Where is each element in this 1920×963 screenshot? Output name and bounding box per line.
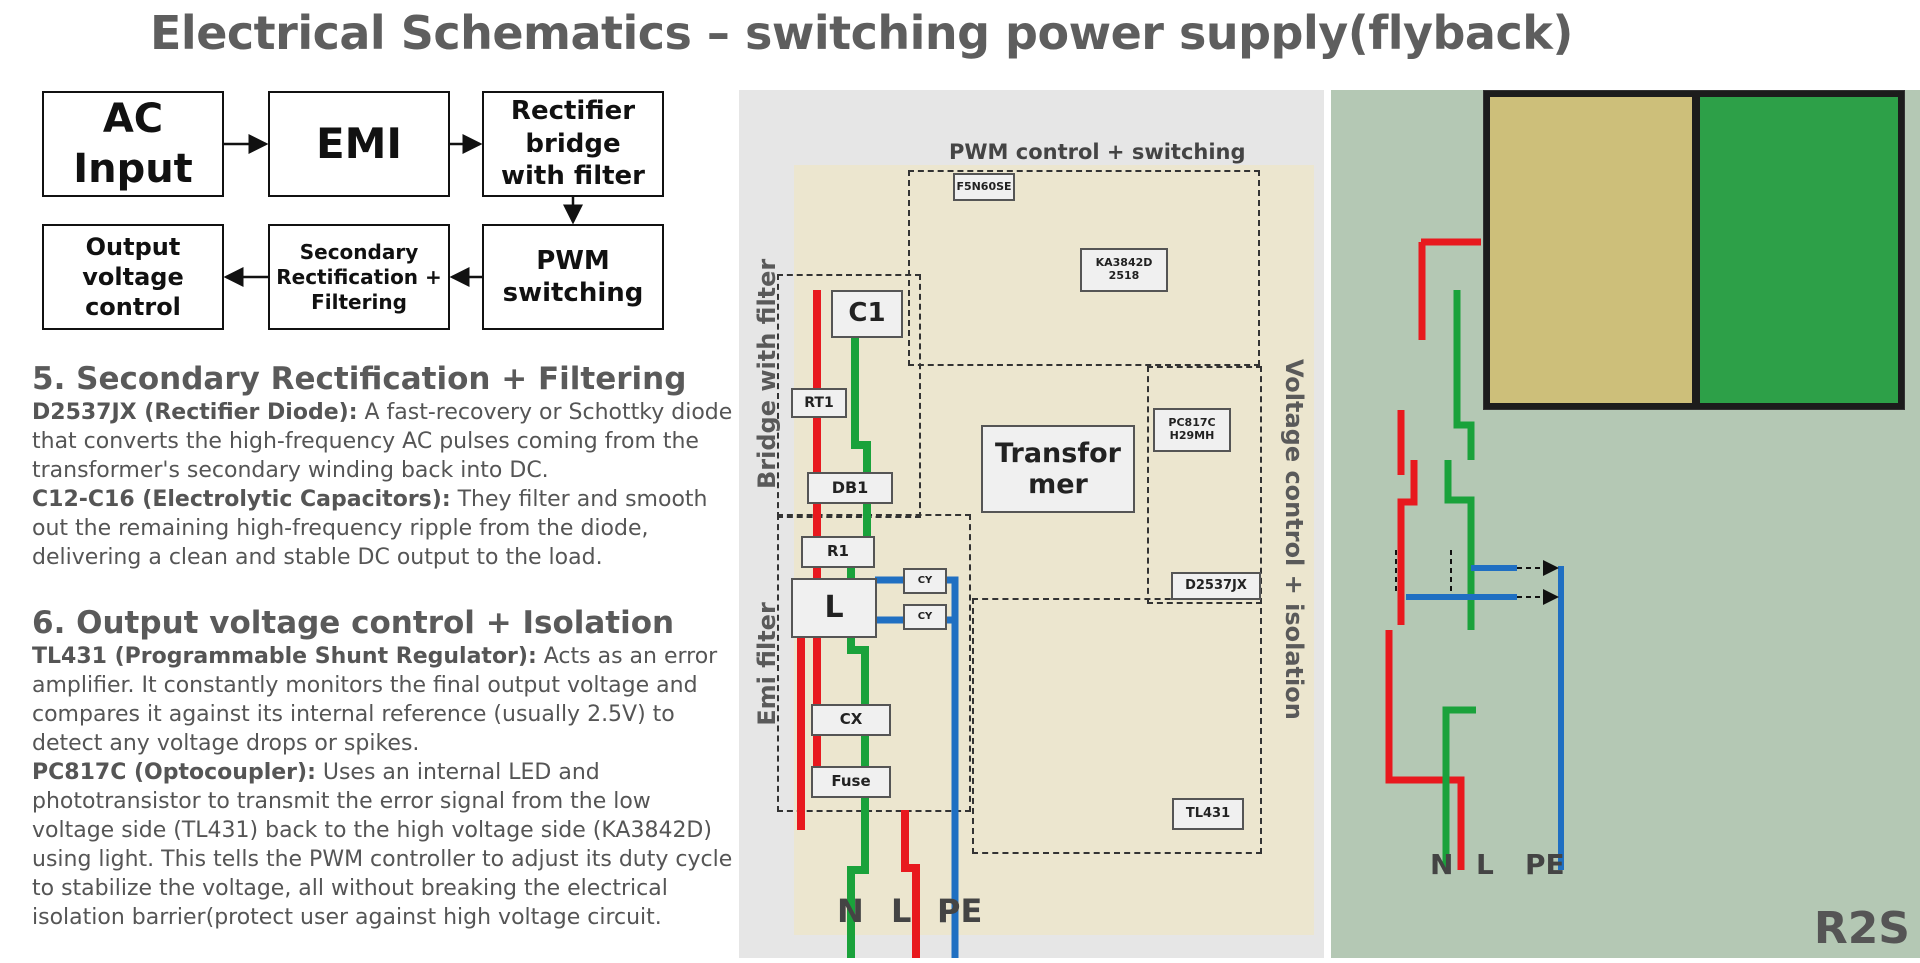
voltage-section-box xyxy=(1147,366,1262,604)
earth-wire-blue-2 xyxy=(1406,565,1564,870)
annotated-board-panel: PWM control + switching Bridge with filt… xyxy=(739,90,1324,958)
tl431-label: TL431 xyxy=(1172,798,1244,830)
inductor-l-label: L xyxy=(791,578,877,638)
pc817c-label: PC817C H29MH xyxy=(1153,408,1231,452)
bridge-section-box xyxy=(777,274,921,518)
page-title: Electrical Schematics – switching power … xyxy=(150,6,1573,60)
r1-label: R1 xyxy=(801,536,875,568)
pwm-section-box xyxy=(908,170,1260,366)
terminal2-pe-label: PE xyxy=(1525,848,1565,881)
panel-divider xyxy=(1324,90,1331,958)
section5-heading: 5. Secondary Rectification + Filtering xyxy=(32,361,687,397)
flow-block-output: Output voltage control xyxy=(42,224,224,330)
f5n60se-label: F5N60SE xyxy=(953,173,1015,201)
c12-c16-desc: They filter and smooth out the remaining… xyxy=(32,487,708,570)
ka3842d-label: KA3842D 2518 xyxy=(1080,248,1168,292)
flow-block-pwm: PWM switching xyxy=(482,224,664,330)
pc817c-desc: Uses an internal LED and phototransistor… xyxy=(32,760,733,930)
flow-arrows xyxy=(223,134,583,287)
d2537jx-label: D2537JX xyxy=(1171,572,1261,600)
pc817c-name: PC817C (Optocoupler): xyxy=(32,760,316,785)
d2537jx-desc: A fast-recovery or Schottky diode that c… xyxy=(32,400,733,483)
terminal-pe-label: PE xyxy=(937,892,983,930)
tl431-desc: Acts as an error amplifier. It constantl… xyxy=(32,644,718,756)
r2s-logo: R2S xyxy=(1813,903,1910,954)
wiring-overlay-2 xyxy=(1385,238,1564,870)
transformer-label: Transfor mer xyxy=(981,425,1135,513)
tl431-name: TL431 (Programmable Shunt Regulator): xyxy=(32,644,537,669)
flow-block-rectifier: Rectifier bridge with filter xyxy=(482,91,664,197)
fuse-label: Fuse xyxy=(811,766,891,798)
rt1-label: RT1 xyxy=(791,388,847,418)
dashed-link-vertical xyxy=(1395,550,1452,595)
db1-label: DB1 xyxy=(807,472,893,504)
terminal-n-label: N xyxy=(837,892,864,930)
explanation-text: 5. Secondary Rectification + Filtering D… xyxy=(32,360,737,932)
cx-label: CX xyxy=(811,704,891,736)
terminal2-n-label: N xyxy=(1430,848,1454,881)
section5-item1: D2537JX (Rectifier Diode): A fast-recove… xyxy=(32,398,737,485)
output-section-box xyxy=(972,598,1262,854)
flow-block-ac-input: AC Input xyxy=(42,91,224,197)
terminal-l-label: L xyxy=(891,892,912,930)
flow-block-secondary: Secondary Rectification + Filtering xyxy=(268,224,450,330)
c12-c16-name: C12-C16 (Electrolytic Capacitors): xyxy=(32,487,451,512)
board-photo-inset xyxy=(1483,90,1905,410)
pcb-component-side-photo xyxy=(1490,97,1692,403)
neutral-wire-green xyxy=(847,335,871,958)
cy1-label: CY xyxy=(903,568,947,594)
line-wire-red-2 xyxy=(1385,238,1481,870)
section6-heading: 6. Output voltage control + Isolation xyxy=(32,605,675,641)
d2537jx-name: D2537JX (Rectifier Diode): xyxy=(32,400,358,425)
c1-label: C1 xyxy=(831,290,903,338)
section6-item2: PC817C (Optocoupler): Uses an internal L… xyxy=(32,758,737,932)
pwm-section-label: PWM control + switching xyxy=(949,140,1246,164)
terminal2-l-label: L xyxy=(1476,848,1494,881)
pcb-solder-side-photo xyxy=(1700,97,1898,403)
section6-item1: TL431 (Programmable Shunt Regulator): Ac… xyxy=(32,642,737,758)
cy2-label: CY xyxy=(903,604,947,630)
emi-section-box xyxy=(777,514,971,812)
section5-item2: C12-C16 (Electrolytic Capacitors): They … xyxy=(32,485,737,572)
flow-block-emi: EMI xyxy=(268,91,450,197)
